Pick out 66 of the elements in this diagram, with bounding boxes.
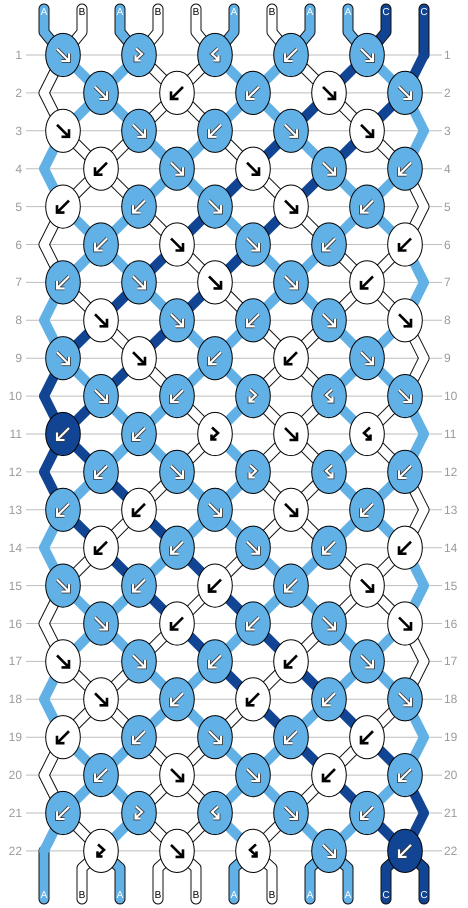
row-number: 4 bbox=[444, 162, 451, 176]
strand-letter: A bbox=[306, 890, 314, 901]
strand-letter: B bbox=[192, 890, 200, 901]
row-number: 16 bbox=[8, 616, 22, 630]
row-number: 18 bbox=[444, 692, 458, 706]
row-number: 7 bbox=[444, 275, 451, 290]
strand-letter: A bbox=[344, 890, 352, 901]
strand-letter: A bbox=[306, 7, 314, 18]
row-number: 6 bbox=[444, 238, 451, 252]
row-number: 3 bbox=[444, 124, 451, 138]
row-number: 20 bbox=[444, 768, 458, 782]
strand-letter: B bbox=[78, 890, 86, 901]
strand-letter: B bbox=[78, 7, 86, 18]
row-number: 8 bbox=[15, 313, 22, 328]
row-number: 2 bbox=[15, 86, 22, 100]
row-number: 9 bbox=[15, 351, 22, 366]
strand-letter: B bbox=[268, 890, 276, 901]
strand-letter: B bbox=[154, 890, 162, 901]
row-number: 21 bbox=[444, 806, 458, 820]
strand-letter: A bbox=[40, 890, 48, 901]
row-number: 22 bbox=[8, 844, 22, 858]
strand-letter: A bbox=[230, 7, 238, 18]
row-number: 1 bbox=[444, 48, 451, 62]
row-number: 5 bbox=[444, 200, 451, 214]
row-number: 15 bbox=[8, 578, 22, 593]
row-number: 7 bbox=[15, 275, 22, 290]
row-number: 1 bbox=[15, 48, 22, 62]
row-number: 22 bbox=[444, 844, 458, 858]
row-number: 15 bbox=[444, 578, 458, 593]
row-number: 2 bbox=[444, 86, 451, 100]
row-number: 13 bbox=[444, 502, 458, 517]
strand-letter: A bbox=[116, 890, 124, 901]
row-number: 10 bbox=[444, 389, 458, 404]
row-number: 17 bbox=[8, 654, 22, 668]
row-number: 20 bbox=[8, 768, 22, 782]
row-number: 12 bbox=[444, 464, 458, 479]
row-number: 10 bbox=[8, 389, 22, 404]
strand-letter: A bbox=[230, 890, 238, 901]
row-number: 11 bbox=[10, 427, 22, 441]
row-number: 14 bbox=[8, 540, 22, 555]
row-number: 9 bbox=[444, 351, 451, 366]
strand-letter: C bbox=[420, 7, 428, 18]
row-number: 11 bbox=[444, 427, 456, 441]
strand-letter: A bbox=[40, 7, 48, 18]
strand-letter: A bbox=[116, 7, 124, 18]
strand-letter: B bbox=[192, 7, 200, 18]
strand-letter: B bbox=[268, 7, 276, 18]
row-number: 19 bbox=[8, 730, 22, 744]
strand-letter: C bbox=[382, 7, 390, 18]
row-number: 19 bbox=[444, 730, 458, 744]
strand-letter: B bbox=[154, 7, 162, 18]
row-number: 18 bbox=[8, 692, 22, 706]
row-number: 17 bbox=[444, 654, 458, 668]
row-number: 4 bbox=[15, 162, 22, 176]
row-number: 8 bbox=[444, 313, 451, 328]
row-number: 5 bbox=[15, 200, 22, 214]
row-number: 13 bbox=[8, 502, 22, 517]
row-number: 3 bbox=[15, 124, 22, 138]
row-number: 21 bbox=[8, 806, 22, 820]
row-number: 14 bbox=[444, 540, 458, 555]
strand-letter: A bbox=[344, 7, 352, 18]
strand-letter: C bbox=[420, 890, 428, 901]
row-number: 16 bbox=[444, 616, 458, 630]
row-number: 12 bbox=[8, 464, 22, 479]
row-number: 6 bbox=[15, 238, 22, 252]
strand-letter: C bbox=[382, 890, 390, 901]
